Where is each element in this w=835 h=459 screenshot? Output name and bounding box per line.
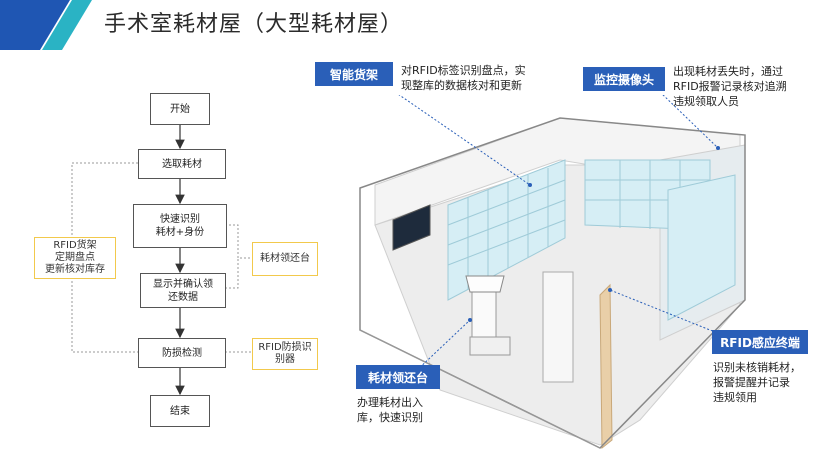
- flow-antitheft-check: 防损检测: [138, 338, 226, 368]
- flow-end: 结束: [150, 395, 210, 427]
- note-rfid-shelf: RFID货架 定期盘点 更新核对库存: [34, 237, 116, 279]
- callout-camera-desc: 出现耗材丢失时，通过 RFID报警记录核对追溯 违规领取人员: [673, 65, 787, 108]
- flow-quick-identify: 快速识别 耗材+身份: [133, 204, 227, 248]
- callout-kiosk-tag: 耗材领还台: [356, 365, 440, 389]
- callout-camera-tag: 监控摄像头: [583, 67, 665, 91]
- flow-select-consumable: 选取耗材: [138, 149, 226, 179]
- callout-smart-shelf-tag: 智能货架: [315, 62, 393, 86]
- note-antitheft-reader: RFID防损识 别器: [252, 338, 318, 370]
- callout-kiosk-desc: 办理耗材出入 库，快速识别: [357, 396, 423, 424]
- callout-rfid-terminal-tag: RFID感应终端: [712, 330, 808, 354]
- callout-smart-shelf-desc: 对RFID标签识别盘点，实 现整库的数据核对和更新: [401, 64, 526, 92]
- flow-start: 开始: [150, 93, 210, 125]
- page-title: 手术室耗材屋（大型耗材屋）: [104, 12, 404, 37]
- note-return-station: 耗材领还台: [252, 242, 318, 276]
- corner-decoration: [0, 0, 92, 50]
- callout-rfid-terminal-desc: 识别未核销耗材， 报警提醒并记录 违规领用: [713, 361, 801, 404]
- flow-confirm-data: 显示并确认领 还数据: [140, 273, 226, 308]
- consumable-room-illustration: [359, 95, 746, 450]
